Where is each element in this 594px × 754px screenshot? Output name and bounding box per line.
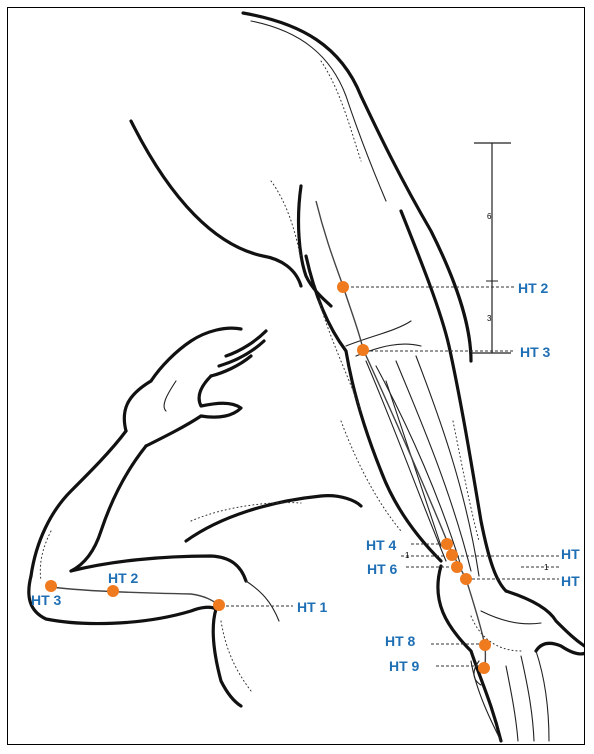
point-ht4 xyxy=(441,538,453,550)
point-ht9 xyxy=(478,662,490,674)
label-ht8: HT 8 xyxy=(385,633,416,649)
label-ht5: HT 5 xyxy=(561,546,585,562)
label-ht7: HT 7 xyxy=(561,573,585,589)
cun-scale: 6 3 xyxy=(471,143,511,353)
point-ht8 xyxy=(479,639,491,651)
label-ht4: HT 4 xyxy=(366,537,397,553)
label-ht2-upper: HT 2 xyxy=(518,280,549,296)
point-ht6 xyxy=(451,561,463,573)
point-ht3-lower xyxy=(45,580,57,592)
point-ht7 xyxy=(460,573,472,585)
scale-label-6: 6 xyxy=(487,212,492,221)
label-ht9: HT 9 xyxy=(389,658,420,674)
point-ht2-upper xyxy=(337,281,349,293)
label-ht3-lower: HT 3 xyxy=(31,592,62,608)
acupoints xyxy=(45,281,491,674)
label-ht6: HT 6 xyxy=(367,561,398,577)
point-labels: HT 2 HT 3 HT 4 HT 5 HT 6 HT 7 HT 8 HT 9 … xyxy=(31,280,585,674)
point-ht5 xyxy=(446,549,458,561)
heart-meridian-diagram: 6 3 1 1 HT 2 HT 3 HT 4 HT 5 xyxy=(8,8,585,745)
bent-arm xyxy=(29,328,361,706)
label-ht3-upper: HT 3 xyxy=(520,344,551,360)
torso-outline xyxy=(131,13,471,361)
label-ht2-lower: HT 2 xyxy=(108,570,139,586)
label-ht1-lower: HT 1 xyxy=(297,599,328,615)
diagram-frame: 6 3 1 1 HT 2 HT 3 HT 4 HT 5 xyxy=(7,7,585,745)
wrist-scale-right: 1 xyxy=(544,563,549,572)
point-ht1-lower xyxy=(213,599,225,611)
point-ht3-upper xyxy=(357,344,369,356)
wrist-scale-left: 1 xyxy=(405,551,410,560)
leader-lines: 1 1 xyxy=(221,287,561,666)
scale-label-3: 3 xyxy=(487,314,492,323)
point-ht2-lower xyxy=(107,585,119,597)
